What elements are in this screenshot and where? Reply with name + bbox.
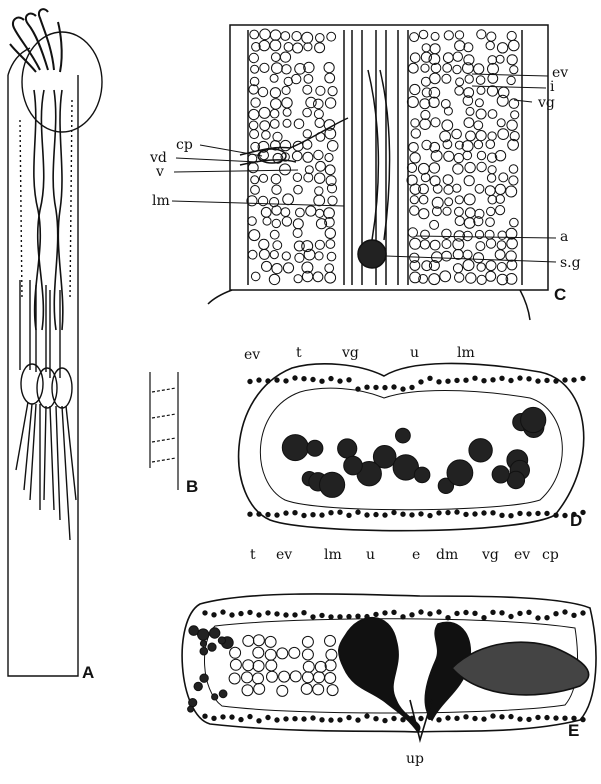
label-d-t: t xyxy=(296,346,302,360)
label-d-lm: lm xyxy=(457,346,475,360)
label-e-up: up xyxy=(406,752,424,766)
label-c-lm: lm xyxy=(152,194,170,208)
label-c-ev: ev xyxy=(552,66,568,80)
label-e-dm: dm xyxy=(436,548,458,562)
panel-label-d: D xyxy=(570,512,582,529)
panel-b-drawing xyxy=(150,372,178,490)
label-e-cp: cp xyxy=(542,548,559,562)
label-d-ev: ev xyxy=(244,348,260,362)
label-c-sg: s.g xyxy=(560,256,581,270)
label-e-ev: ev xyxy=(276,548,292,562)
label-c-cp: cp xyxy=(176,138,193,152)
label-c-v: v xyxy=(156,165,164,179)
label-e-vg: vg xyxy=(482,548,499,562)
label-e-e: e xyxy=(412,548,420,562)
label-e-ev2: ev xyxy=(514,548,530,562)
label-d-u: u xyxy=(410,346,419,360)
label-d-vg: vg xyxy=(342,346,359,360)
panel-d-cells xyxy=(248,376,585,518)
label-e-lm: lm xyxy=(324,548,342,562)
label-e-u: u xyxy=(366,548,375,562)
label-c-a: a xyxy=(560,230,568,244)
panel-label-b: B xyxy=(186,478,198,495)
panel-a-drawing xyxy=(8,9,102,676)
panel-label-a: A xyxy=(82,664,94,681)
label-c-vg: vg xyxy=(538,96,555,110)
panel-label-c: C xyxy=(554,286,566,303)
panel-label-e: E xyxy=(568,722,579,739)
label-e-t: t xyxy=(250,548,256,562)
label-c-vd: vd xyxy=(150,151,167,165)
label-c-i: i xyxy=(550,80,554,94)
panel-e-drawing xyxy=(182,594,596,740)
